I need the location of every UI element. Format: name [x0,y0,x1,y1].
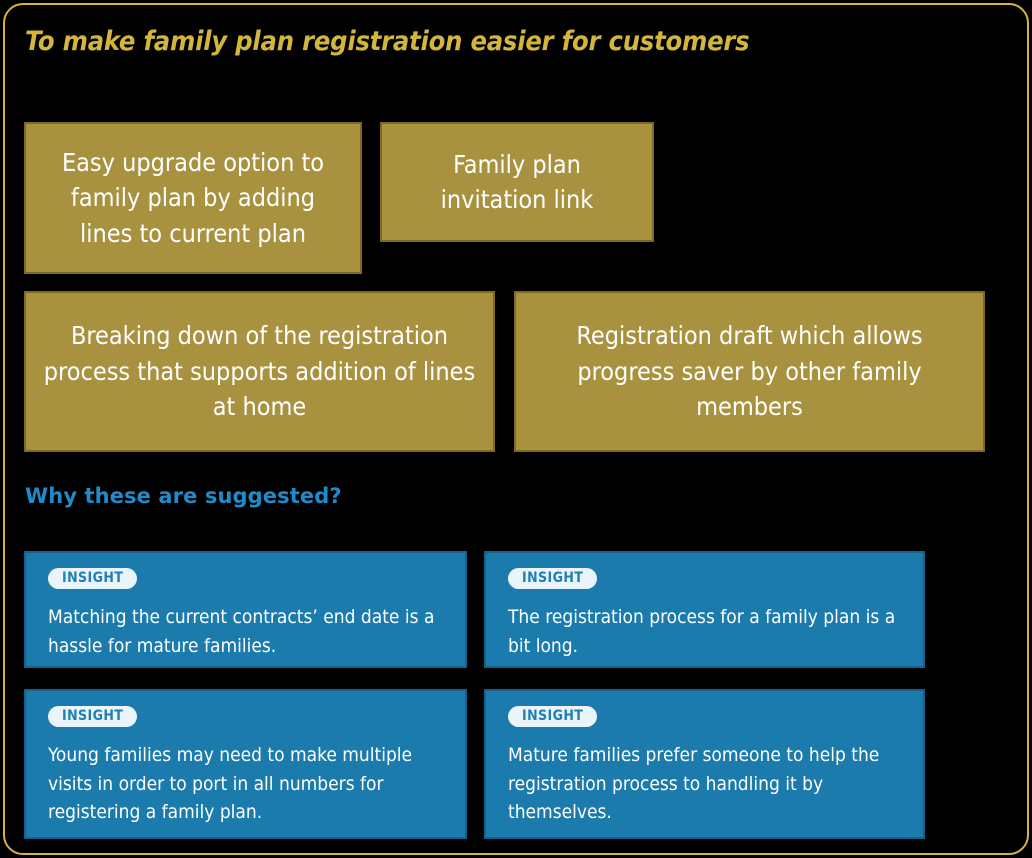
idea-box-invitation-link[interactable]: Family plan invitation link [380,122,654,242]
status-badge: INSIGHT [508,706,598,727]
insight-text: Matching the current contracts’ end date… [48,606,435,657]
status-badge: INSIGHT [508,568,598,589]
insights-section-heading: Why these are suggested? [25,484,342,508]
insight-text: Mature families prefer someone to help t… [508,744,880,823]
idea-box-label: Breaking down of the registration proces… [43,321,476,422]
idea-box-breaking-down-registration[interactable]: Breaking down of the registration proces… [24,291,495,452]
insight-card[interactable]: INSIGHT Mature families prefer someone t… [484,689,925,839]
insight-card[interactable]: INSIGHT Young families may need to make … [24,689,467,839]
page-title: To make family plan registration easier … [25,26,750,57]
insight-text: Young families may need to make multiple… [48,744,413,823]
status-badge: INSIGHT [48,706,138,727]
idea-box-registration-draft[interactable]: Registration draft which allows progress… [514,291,985,452]
insight-card[interactable]: INSIGHT The registration process for a f… [484,551,925,668]
idea-box-label: Family plan invitation link [440,149,594,215]
idea-box-easy-upgrade[interactable]: Easy upgrade option to family plan by ad… [24,122,362,274]
idea-box-label: Registration draft which allows progress… [576,321,923,422]
insight-text: The registration process for a family pl… [508,606,896,657]
insight-card[interactable]: INSIGHT Matching the current contracts’ … [24,551,467,668]
idea-box-label: Easy upgrade option to family plan by ad… [61,147,325,248]
status-badge: INSIGHT [48,568,138,589]
